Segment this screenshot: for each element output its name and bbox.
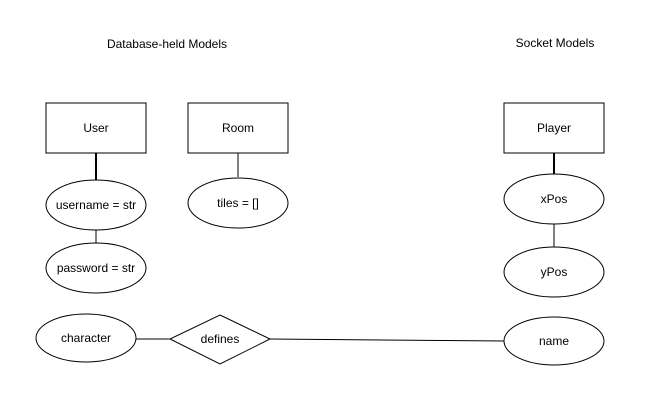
connector-defines-name xyxy=(269,338,506,342)
attribute-tiles: tiles = [] xyxy=(187,177,289,229)
attribute-name: name xyxy=(503,316,605,366)
attribute-character: character xyxy=(35,313,137,363)
entity-user-label: User xyxy=(83,121,108,135)
heading-socket-models: Socket Models xyxy=(516,36,595,50)
attribute-ypos: yPos xyxy=(503,246,605,298)
attribute-xpos: xPos xyxy=(503,173,605,225)
attribute-name-label: name xyxy=(539,334,569,348)
attribute-xpos-label: xPos xyxy=(541,192,568,206)
entity-room-label: Room xyxy=(222,121,254,135)
entity-room: Room xyxy=(187,102,289,154)
attribute-tiles-label: tiles = [] xyxy=(217,196,259,210)
entity-user: User xyxy=(45,102,147,154)
attribute-password-label: password = str xyxy=(57,261,135,275)
attribute-password: password = str xyxy=(45,242,147,294)
entity-player-label: Player xyxy=(537,121,571,135)
entity-player: Player xyxy=(503,102,605,154)
relationship-defines: defines xyxy=(168,314,272,365)
attribute-character-label: character xyxy=(61,331,111,345)
heading-database-models: Database-held Models xyxy=(107,37,227,51)
attribute-ypos-label: yPos xyxy=(541,265,568,279)
attribute-username-label: username = str xyxy=(56,198,136,212)
relationship-defines-label: defines xyxy=(201,332,240,346)
attribute-username: username = str xyxy=(45,179,147,231)
